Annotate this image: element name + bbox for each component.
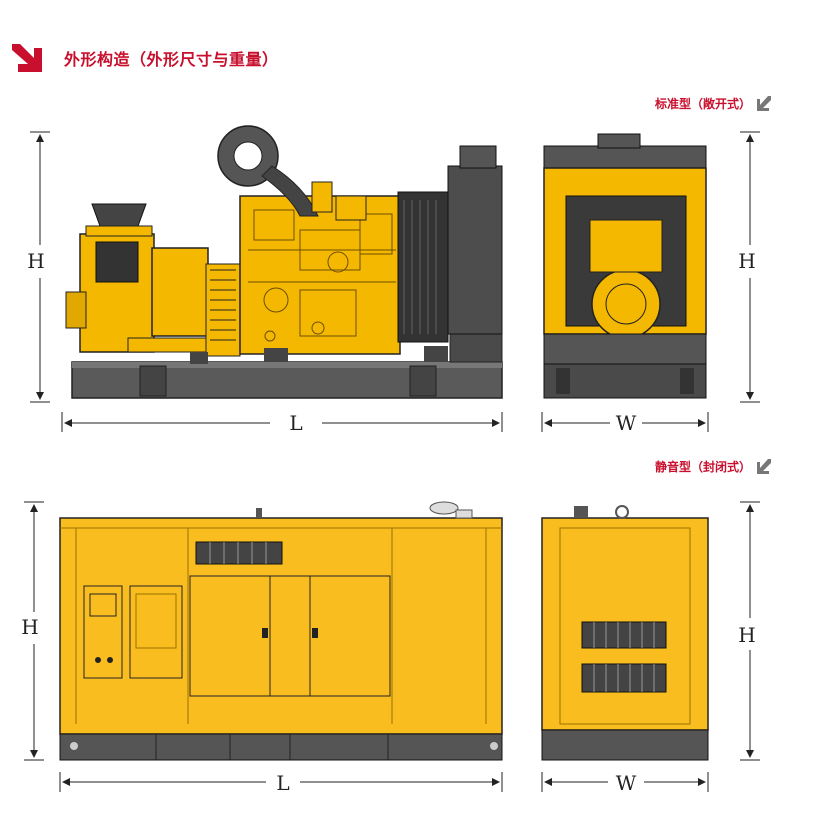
dim-w-silent-end: W <box>616 771 637 795</box>
open-type-side-view <box>65 125 503 399</box>
silent-type-end-view <box>541 505 709 761</box>
dim-w-open-end: W <box>616 411 637 435</box>
dim-l-open-side: L <box>289 411 302 435</box>
dim-l-silent-side: L <box>276 771 289 795</box>
dim-h-silent-end: H <box>738 623 755 647</box>
open-side-dimensions <box>30 131 503 432</box>
caption-silent-type-label: 静音型（封闭式） <box>654 460 751 474</box>
dim-h-open-side: H <box>27 249 44 273</box>
dim-h-open-end: H <box>738 249 755 273</box>
caption-silent-type: 静音型（封闭式） <box>654 458 771 475</box>
down-left-arrow-icon <box>757 96 771 111</box>
silent-end-dimensions <box>541 501 760 792</box>
caption-open-type: 标准型（敞开式） <box>654 95 771 112</box>
down-right-arrow-logo-icon <box>12 44 42 72</box>
page-title: 外形构造（外形尺寸与重量） <box>64 50 279 69</box>
section-header: 外形构造（外形尺寸与重量） <box>10 40 279 76</box>
silent-type-side-view <box>59 501 503 761</box>
open-end-dimensions <box>541 131 760 432</box>
open-type-end-view <box>543 133 707 399</box>
silent-side-dimensions <box>24 501 503 792</box>
down-left-arrow-icon <box>757 459 771 474</box>
caption-open-type-label: 标准型（敞开式） <box>654 97 751 111</box>
dim-h-silent-side: H <box>21 615 38 639</box>
